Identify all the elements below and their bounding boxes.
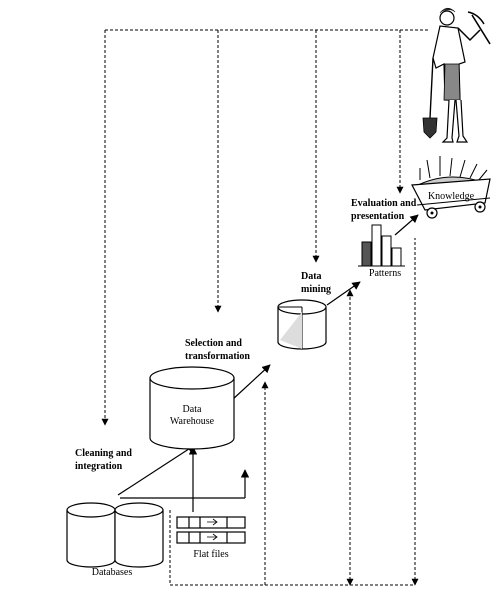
selection-label-line2: transformation	[185, 351, 250, 362]
data-cube-icon	[277, 299, 327, 350]
selection-label-line1: Selection and	[185, 338, 242, 349]
flow-arrows	[117, 214, 419, 512]
ore-cart-icon	[411, 156, 491, 219]
warehouse-cylinder-icon	[149, 366, 235, 450]
bar-chart-icon	[358, 224, 405, 267]
miner-woman-icon	[422, 7, 491, 143]
evaluation-label-line1: Evaluation and	[351, 198, 417, 209]
evaluation-label-line2: presentation	[351, 211, 405, 222]
warehouse-label-line1: Data	[183, 404, 202, 415]
arrow-mining-to-patterns	[326, 281, 361, 306]
arrow-patterns-to-knowledge	[394, 214, 419, 236]
arrow-databases-to-warehouse	[117, 444, 196, 496]
feedback-loop-lines	[101, 29, 430, 586]
flat-files-label: Flat files	[193, 549, 228, 560]
arrow-warehouse-to-mining	[231, 364, 271, 401]
knowledge-label: Knowledge	[428, 191, 475, 202]
databases-label: Databases	[92, 567, 133, 578]
warehouse-label-line2: Warehouse	[170, 416, 215, 427]
cleaning-label-line2: integration	[75, 461, 123, 472]
flat-file-icon	[176, 516, 246, 544]
patterns-label: Patterns	[369, 268, 401, 279]
mining-label-line2: mining	[301, 284, 331, 295]
mining-label-line1: Data	[301, 271, 322, 282]
cleaning-label-line1: Cleaning and	[75, 448, 132, 459]
database-cylinder-icon	[66, 502, 164, 568]
